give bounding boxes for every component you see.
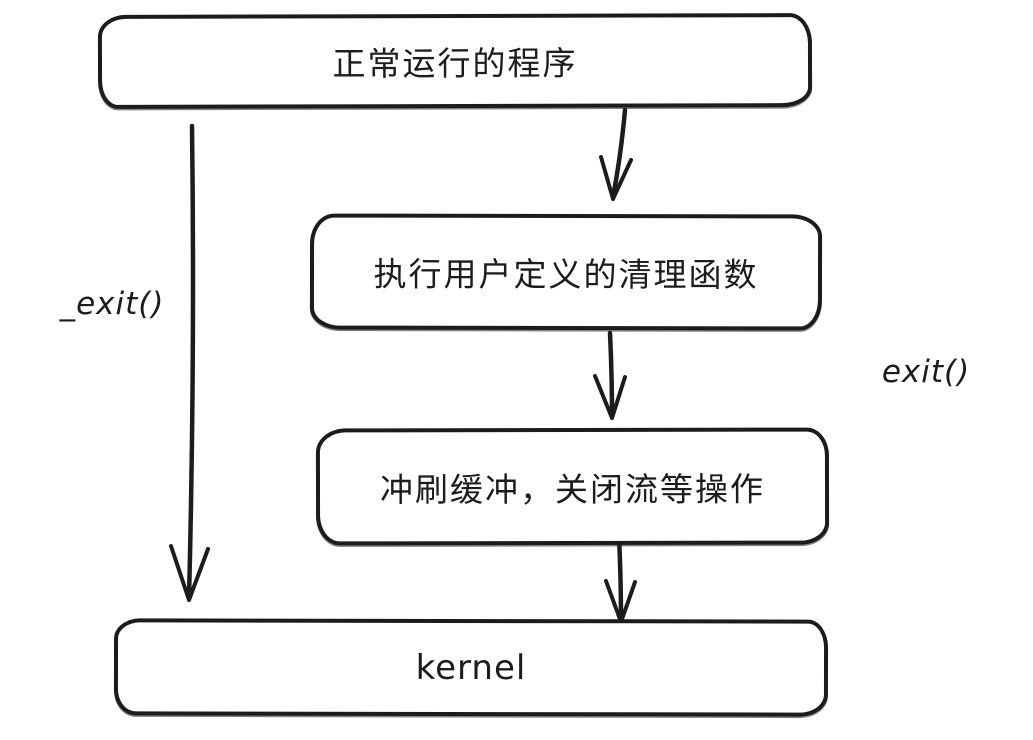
node-kernel: kernel	[113, 618, 829, 717]
arrow-exit-direct-head	[169, 544, 210, 602]
node-kernel-label: kernel	[415, 647, 527, 688]
arrow-program-to-cleanup-head	[599, 155, 633, 201]
node-flush-buffers-close-streams-label: 冲刷缓冲，关闭流等操作	[379, 469, 766, 509]
edge-label-exit: exit()	[881, 354, 971, 390]
arrow-cleanup-to-flush-head	[593, 374, 627, 420]
node-user-cleanup-functions: 执行用户定义的清理函数	[309, 213, 823, 331]
arrow-cleanup-to-flush-shaft	[607, 330, 615, 419]
arrow-flush-to-kernel-shaft	[616, 533, 624, 625]
arrow-program-to-cleanup-shaft	[610, 107, 628, 200]
edge-label-underscore-exit: _exit()	[59, 286, 165, 322]
node-running-program: 正常运行的程序	[97, 13, 813, 109]
arrow-flush-to-kernel-head	[604, 579, 637, 624]
arrow-exit-direct-shaft	[186, 123, 196, 601]
node-flush-buffers-close-streams: 冲刷缓冲，关闭流等操作	[315, 427, 830, 546]
node-user-cleanup-functions-label: 执行用户定义的清理函数	[373, 254, 759, 295]
node-running-program-label: 正常运行的程序	[332, 43, 578, 84]
